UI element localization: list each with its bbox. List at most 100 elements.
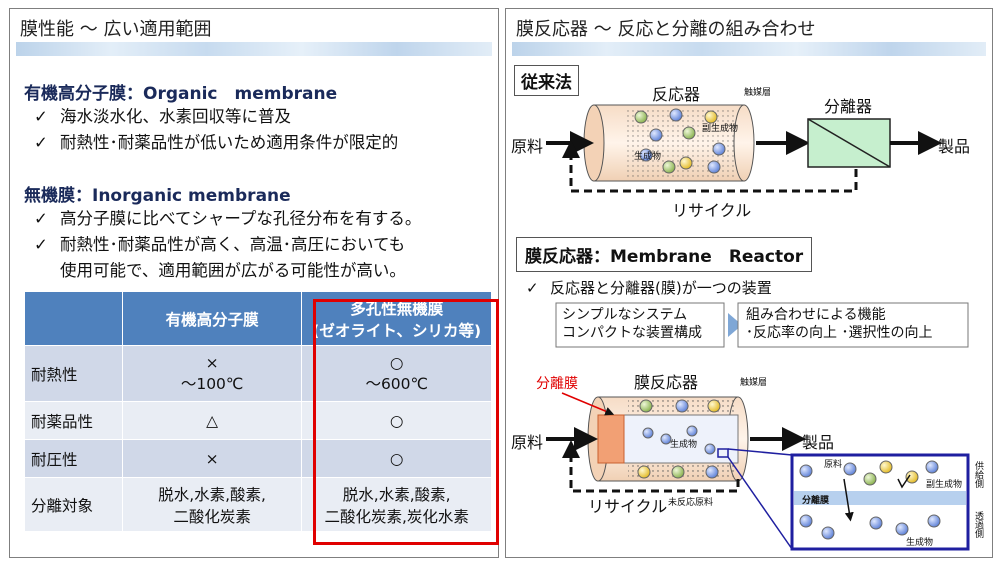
organic-bullet-1: ✓海水淡水化、水素回収等に普及 — [34, 107, 291, 126]
membrane-reactor-heading: 膜反応器：Membrane Reactor — [516, 237, 813, 272]
cell-organic: × — [121, 439, 303, 478]
row-label: 耐熱性 — [24, 345, 123, 402]
inorganic-bullet-1: ✓高分子膜に比べてシャープな孔径分布を有する。 — [34, 209, 422, 228]
molecule-icon — [799, 514, 813, 528]
right-panel-title: 膜反応器 ～ 反応と分離の組み合わせ — [516, 19, 816, 40]
molecule-icon — [675, 399, 689, 413]
row-label: 耐圧性 — [24, 439, 123, 478]
chevron-right-icon — [728, 313, 742, 337]
molecule-icon — [927, 514, 941, 528]
right-panel: 膜反応器 ～ 反応と分離の組み合わせ — [505, 8, 993, 558]
cell-organic: △ — [121, 401, 303, 440]
side-supply-label: 供給側 — [973, 461, 983, 488]
molecule-icon — [925, 460, 939, 474]
mr-feed-label: 原料 — [511, 433, 544, 452]
molecule-icon — [671, 465, 685, 479]
molecule-icon — [642, 427, 654, 439]
mr-reactor-label: 膜反応器 — [634, 373, 699, 392]
highlight-box — [313, 299, 499, 545]
molecule-icon — [662, 160, 676, 174]
product-small-label: 生成物 — [634, 152, 662, 162]
mr-catalyst-label: 触媒層 — [740, 378, 768, 388]
mr-product-small-label: 生成物 — [670, 440, 698, 450]
molecule-icon — [707, 160, 721, 174]
cell-inorganic: ○ — [301, 439, 492, 478]
molecule-icon — [707, 399, 721, 413]
table-header-organic: 有機高分子膜 — [121, 291, 303, 346]
molecule-icon — [879, 460, 893, 474]
inorganic-bullet-2: ✓耐熱性･耐薬品性が高く、高温･高圧においても — [34, 235, 406, 254]
row-label: 耐薬品性 — [24, 401, 123, 440]
recycle-line — [562, 140, 858, 193]
molecule-icon — [705, 465, 719, 479]
cell-inorganic: ○ — [301, 401, 492, 440]
molecule-icon — [637, 465, 651, 479]
mr-bullet: ✓反応器と分離器(膜)が一つの装置 — [526, 279, 772, 297]
mr-recycle-label: リサイクル — [588, 497, 668, 516]
zoom-membrane-label: 分離膜 — [802, 496, 830, 506]
molecule-icon — [649, 128, 663, 142]
mr-product-label: 製品 — [802, 433, 835, 452]
molecule-icon — [669, 108, 683, 122]
unreacted-label: 未反応原料 — [668, 498, 714, 508]
table-row: 耐圧性 × ○ — [24, 439, 492, 478]
molecule-icon — [639, 399, 653, 413]
molecule-icon — [869, 516, 883, 530]
molecule-icon — [704, 110, 718, 124]
zoom-product-label: 生成物 — [906, 538, 934, 548]
molecule-icon — [905, 470, 919, 484]
feature-box-simple: シンプルなシステムコンパクトな装置構成 — [562, 307, 702, 341]
left-panel: 膜性能 ～ 広い適用範囲 有機高分子膜：Organic membrane ✓海水… — [9, 8, 499, 558]
reactor-label: 反応器 — [652, 85, 701, 104]
check-icon: ✓ — [34, 133, 48, 152]
molecule-icon — [660, 433, 672, 445]
molecule-icon — [799, 464, 813, 478]
side-permeate-label: 透過側 — [973, 511, 983, 538]
zoom-detail — [790, 453, 970, 551]
molecule-icon — [863, 472, 877, 486]
catalyst-layer-label: 触媒層 — [744, 88, 772, 98]
molecule-icon — [639, 148, 653, 162]
zoom-feed-label: 原料 — [824, 460, 843, 470]
conventional-reactor — [583, 104, 755, 182]
organic-heading: 有機高分子膜：Organic membrane — [24, 84, 338, 104]
cell-inorganic: 脱水,水素,酸素,二酸化炭素,炭化水素 — [301, 477, 492, 532]
molecule-icon — [704, 443, 716, 455]
inorganic-heading: 無機膜：Inorganic membrane — [24, 186, 291, 206]
separator-label: 分離器 — [824, 97, 873, 116]
membrane-pointer — [561, 392, 615, 416]
check-icon: ✓ — [526, 279, 539, 297]
separator-box — [807, 118, 891, 168]
membrane-reactor — [587, 396, 749, 482]
cell-organic: ×～100℃ — [121, 345, 303, 402]
cell-organic: 脱水,水素,酸素,二酸化炭素 — [121, 477, 303, 532]
check-icon: ✓ — [34, 209, 48, 228]
table-row: 分離対象 脱水,水素,酸素,二酸化炭素 脱水,水素,酸素,二酸化炭素,炭化水素 — [24, 477, 492, 532]
title-decoration-bar — [512, 42, 986, 56]
feature-box-function: 組み合わせによる機能･反応率の向上 ･選択性の向上 — [746, 307, 933, 341]
recycle-label: リサイクル — [672, 201, 752, 220]
left-panel-title: 膜性能 ～ 広い適用範囲 — [20, 19, 212, 40]
product-label: 製品 — [938, 137, 971, 156]
molecule-icon — [712, 142, 726, 156]
byproduct-label: 副生成物 — [702, 124, 739, 134]
membrane-label: 分離膜 — [536, 376, 578, 392]
process-diagram — [546, 104, 970, 551]
conventional-label: 従来法 — [514, 65, 579, 96]
check-icon: ✓ — [34, 107, 48, 126]
row-label: 分離対象 — [24, 477, 123, 532]
molecule-icon — [821, 526, 835, 540]
molecule-icon — [843, 462, 857, 476]
organic-bullet-2: ✓耐熱性･耐薬品性が低いため適用条件が限定的 — [34, 133, 399, 152]
inorganic-bullet-2-cont: 使用可能で、適用範囲が広がる可能性が高い。 — [60, 261, 406, 280]
molecule-icon — [686, 425, 698, 437]
check-icon: ✓ — [34, 235, 48, 254]
table-corner — [24, 291, 123, 346]
molecule-icon — [682, 126, 696, 140]
molecule-icon — [679, 156, 693, 170]
feed-label: 原料 — [511, 137, 544, 156]
molecule-icon — [895, 522, 909, 536]
title-decoration-bar — [16, 42, 492, 56]
recycle-line — [562, 440, 740, 493]
zoom-byproduct-label: 副生成物 — [926, 480, 963, 490]
